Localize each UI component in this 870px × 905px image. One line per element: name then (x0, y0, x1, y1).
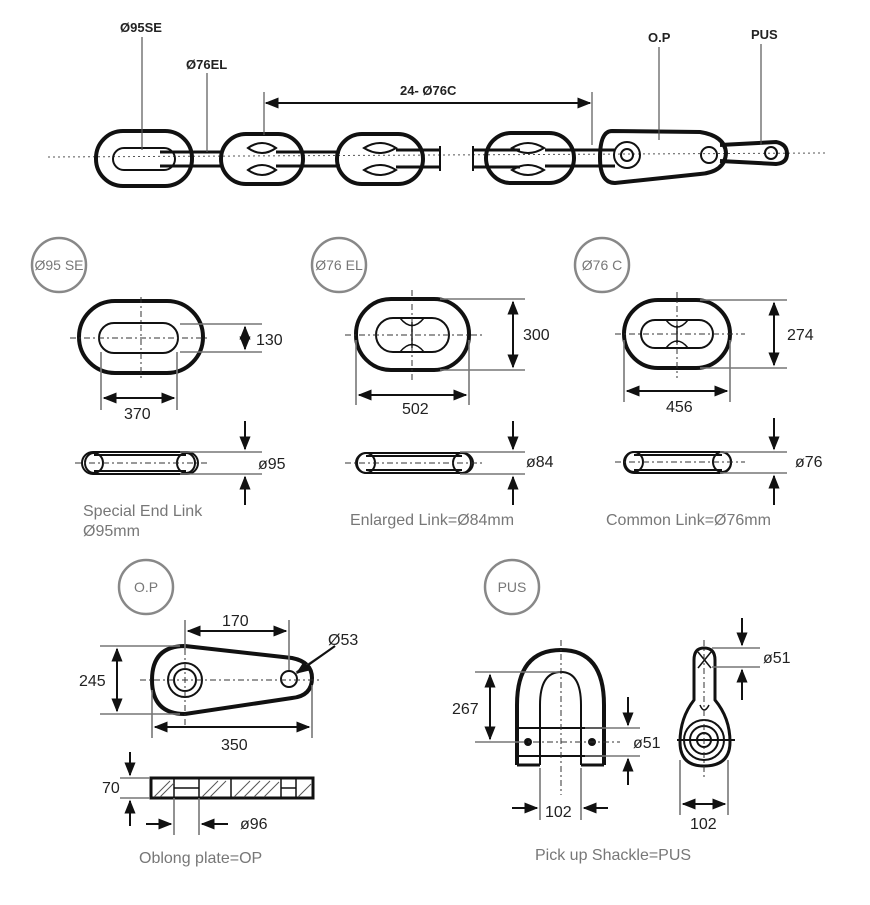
pus-height-value: 267 (452, 701, 479, 718)
op-thickness-value: 70 (102, 780, 120, 797)
badge-se-text: Ø95 SE (34, 257, 83, 273)
el-height-value: 300 (523, 327, 550, 344)
special-end-link-top (94, 129, 194, 188)
el-diameter-value: ø84 (526, 454, 554, 471)
pus-width-2-value: 102 (690, 816, 717, 833)
c-caption: Common Link=Ø76mm (606, 512, 771, 529)
c-height-value: 274 (787, 327, 814, 344)
se-caption-1: Special End Link (83, 503, 203, 520)
common-link-top-2 (484, 131, 576, 185)
op-span-value: 170 (222, 613, 249, 630)
op-diameter-value: ø96 (240, 816, 268, 833)
badge-el (310, 236, 368, 294)
label-common-top: 24- Ø76C (400, 83, 457, 98)
chain-assembly: Ø95SE Ø76EL 24- Ø76C O.P PUS (47, 20, 826, 188)
special-end-link-detail: Ø95 SE 130 370 ø95 Special End Link Ø95m… (30, 236, 286, 540)
badge-op (117, 558, 175, 616)
c-diameter-value: ø76 (795, 454, 823, 471)
c-width-value: 456 (666, 399, 693, 416)
badge-c-text: Ø76 C (582, 257, 622, 273)
badge-el-text: Ø76 EL (315, 257, 363, 273)
pus-diameter-1-value: ø51 (633, 735, 661, 752)
oblong-plate-detail: O.P 170 Ø53 245 350 (79, 558, 358, 867)
oblong-plate-top (597, 128, 729, 186)
common-link-detail: Ø76 C 274 456 ø76 Common Link=Ø76mm (573, 236, 823, 529)
op-height-value: 245 (79, 673, 106, 690)
op-caption: Oblong plate=OP (139, 850, 262, 867)
label-pus-top: PUS (751, 27, 778, 42)
pus-diameter-2-value: ø51 (763, 650, 791, 667)
pus-width-1-value: 102 (545, 804, 572, 821)
pus-caption: Pick up Shackle=PUS (535, 847, 691, 864)
label-op-top: O.P (648, 30, 671, 45)
label-el-top: Ø76EL (186, 57, 227, 72)
pickup-shackle-detail: PUS 267 ø51 102 (452, 558, 791, 864)
enlarged-link-top (219, 132, 305, 186)
se-width-value: 370 (124, 406, 151, 423)
badge-pus-text: PUS (498, 579, 527, 595)
op-width-value: 350 (221, 737, 248, 754)
se-height-value: 130 (256, 332, 283, 349)
common-link-top-1 (335, 132, 425, 186)
el-caption: Enlarged Link=Ø84mm (350, 512, 514, 529)
se-diameter-value: ø95 (258, 456, 286, 473)
se-caption-2: Ø95mm (83, 523, 140, 540)
enlarged-link-detail: Ø76 EL 300 502 ø84 Enlarged Link=Ø84mm (310, 236, 554, 529)
badge-op-text: O.P (134, 579, 158, 595)
label-se-top: Ø95SE (120, 20, 162, 35)
badge-pus (483, 558, 541, 616)
op-hole-value: Ø53 (328, 632, 358, 649)
el-width-value: 502 (402, 401, 429, 418)
badge-c (573, 236, 631, 294)
badge-se (30, 236, 88, 294)
pickup-shackle-top (719, 139, 790, 167)
